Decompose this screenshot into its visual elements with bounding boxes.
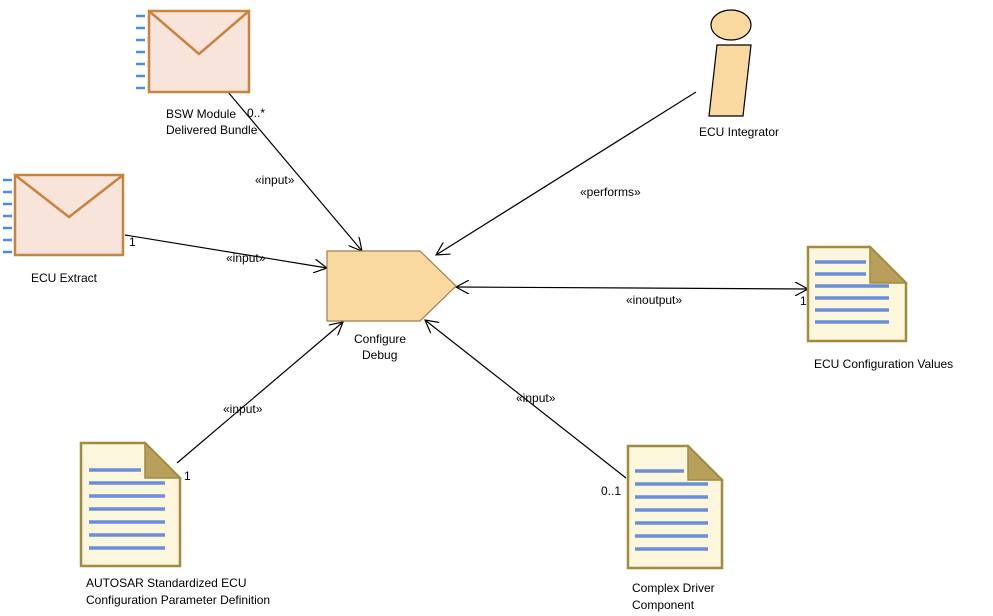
complex-driver-node[interactable]: Complex Driver Component [626, 444, 724, 612]
edge-label-param-input: «input» [223, 402, 263, 416]
bsw-bundle-ticks [136, 14, 145, 90]
edge-label-inoutput: «inoutput» [626, 293, 682, 307]
document-fold [144, 441, 182, 479]
edge-multiplicity-inoutput: 1 [800, 294, 807, 308]
task-shape [326, 250, 457, 322]
bsw-bundle-node[interactable]: BSW Module Delivered Bundle [136, 9, 258, 137]
document-fold [687, 444, 724, 481]
edge-param-to-task[interactable] [176, 322, 343, 464]
edge-multiplicity-cdd: 0..1 [601, 484, 621, 498]
ecu-extract-node[interactable]: ECU Extract [3, 173, 125, 285]
edge-label-bsw-input: «input» [255, 173, 295, 187]
edge-role-to-task[interactable] [436, 91, 697, 255]
ecu-config-values-label: ECU Configuration Values [814, 357, 953, 371]
autosar-param-def-node[interactable]: AUTOSAR Standardized ECU Configuration P… [79, 441, 270, 607]
role-head-icon [710, 9, 752, 41]
edge-label-extract-input: «input» [226, 251, 266, 265]
edge-cdd-to-task[interactable] [425, 320, 627, 479]
configure-debug-task[interactable]: Configure Debug [326, 250, 457, 362]
edge-label-performs: «performs» [580, 185, 641, 199]
task-label-2: Debug [362, 348, 397, 362]
ecu-integrator-label: ECU Integrator [699, 125, 779, 139]
bsw-bundle-label-2: Delivered Bundle [166, 123, 258, 137]
edge-label-cdd-input: «input» [516, 391, 556, 405]
bsw-bundle-label-1: BSW Module [166, 107, 236, 121]
edge-multiplicity-extract: 1 [129, 235, 136, 249]
edge-extract-to-task[interactable] [124, 234, 327, 268]
ecu-extract-label: ECU Extract [31, 271, 98, 285]
complex-driver-label-2: Component [632, 598, 695, 612]
autosar-param-def-label-2: Configuration Parameter Definition [86, 593, 270, 607]
ecu-config-values-node[interactable]: ECU Configuration Values [806, 245, 953, 371]
task-label-1: Configure [354, 332, 406, 346]
ecu-integrator-node[interactable]: ECU Integrator [699, 9, 779, 139]
complex-driver-label-1: Complex Driver [632, 581, 715, 595]
autosar-param-def-label-1: AUTOSAR Standardized ECU [86, 576, 247, 590]
edge-multiplicity-param: 1 [184, 469, 191, 483]
edge-multiplicity-bsw: 0..* [247, 106, 265, 120]
ecu-extract-ticks [3, 178, 12, 254]
document-lines [635, 469, 708, 551]
role-body-icon [708, 44, 752, 117]
document-fold [869, 245, 908, 284]
edge-task-inoutput[interactable] [456, 287, 808, 289]
edge-bsw-to-task[interactable] [227, 91, 362, 251]
document-lines [815, 260, 889, 324]
document-lines [89, 468, 165, 550]
